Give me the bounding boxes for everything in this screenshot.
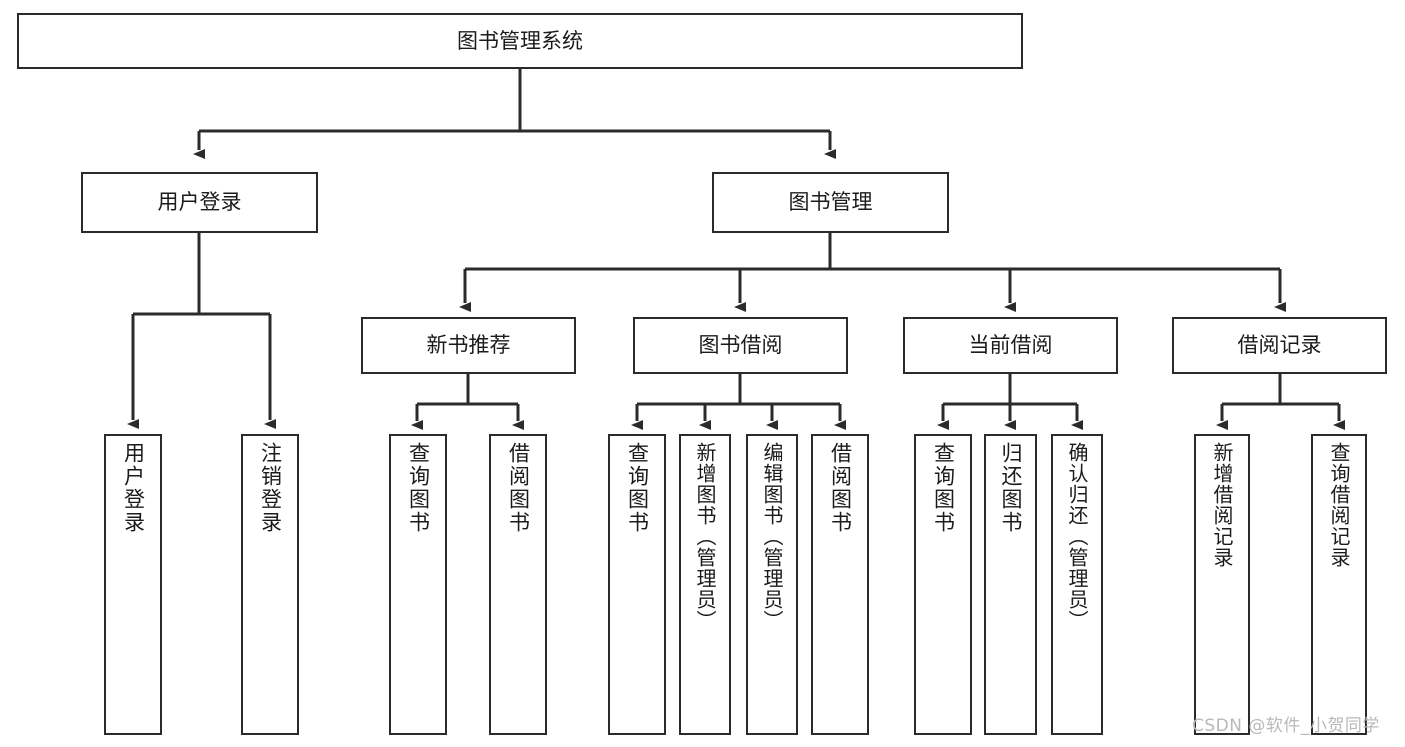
node-label: 借阅图书	[828, 442, 853, 534]
node-label: 图书管理	[788, 190, 873, 215]
leaf-query-borrow-record[interactable]: 查询借阅记录	[1311, 434, 1367, 735]
node-root-book-management-system[interactable]: 图书管理系统	[17, 13, 1023, 69]
leaf-edit-book-admin[interactable]: 编辑图书（管理员）	[746, 434, 798, 735]
node-book-borrowing[interactable]: 图书借阅	[633, 317, 848, 374]
leaf-add-borrow-record[interactable]: 新增借阅记录	[1194, 434, 1250, 735]
node-label: 新增图书（管理员）	[693, 442, 717, 631]
node-current-borrowing[interactable]: 当前借阅	[903, 317, 1118, 374]
leaf-user-login[interactable]: 用户登录	[104, 434, 162, 735]
node-label: 图书借阅	[698, 333, 783, 358]
leaf-borrow-books[interactable]: 借阅图书	[811, 434, 869, 735]
leaf-logout[interactable]: 注销登录	[241, 434, 299, 735]
leaf-return-books[interactable]: 归还图书	[984, 434, 1037, 735]
node-label: 借阅记录	[1237, 333, 1322, 358]
node-user-login[interactable]: 用户登录	[81, 172, 318, 233]
node-label: 用户登录	[121, 442, 146, 534]
node-label: 借阅图书	[506, 442, 531, 534]
node-label: 新增借阅记录	[1210, 442, 1234, 568]
node-label: 注销登录	[258, 442, 283, 534]
node-label: 图书管理系统	[457, 28, 583, 53]
node-new-book-recommendation[interactable]: 新书推荐	[361, 317, 576, 374]
node-label: 查询图书	[931, 442, 956, 534]
node-label: 查询图书	[406, 442, 431, 534]
node-label: 新书推荐	[426, 333, 511, 358]
node-label: 归还图书	[999, 442, 1023, 534]
node-borrowing-records[interactable]: 借阅记录	[1172, 317, 1387, 374]
node-label: 用户登录	[157, 190, 242, 215]
node-label: 当前借阅	[968, 333, 1053, 358]
leaf-query-books-current[interactable]: 查询图书	[914, 434, 972, 735]
leaf-query-books-recommend[interactable]: 查询图书	[389, 434, 447, 735]
csdn-watermark: CSDN @软件_小贺同学	[1192, 716, 1380, 736]
leaf-query-books-borrow[interactable]: 查询图书	[608, 434, 666, 735]
node-label: 确认归还（管理员）	[1065, 442, 1089, 631]
node-book-management[interactable]: 图书管理	[712, 172, 949, 233]
node-label: 查询借阅记录	[1327, 442, 1351, 568]
leaf-borrow-books-recommend[interactable]: 借阅图书	[489, 434, 547, 735]
leaf-add-book-admin[interactable]: 新增图书（管理员）	[679, 434, 731, 735]
node-label: 查询图书	[625, 442, 650, 534]
leaf-confirm-return-admin[interactable]: 确认归还（管理员）	[1051, 434, 1103, 735]
node-label: 编辑图书（管理员）	[760, 442, 784, 631]
